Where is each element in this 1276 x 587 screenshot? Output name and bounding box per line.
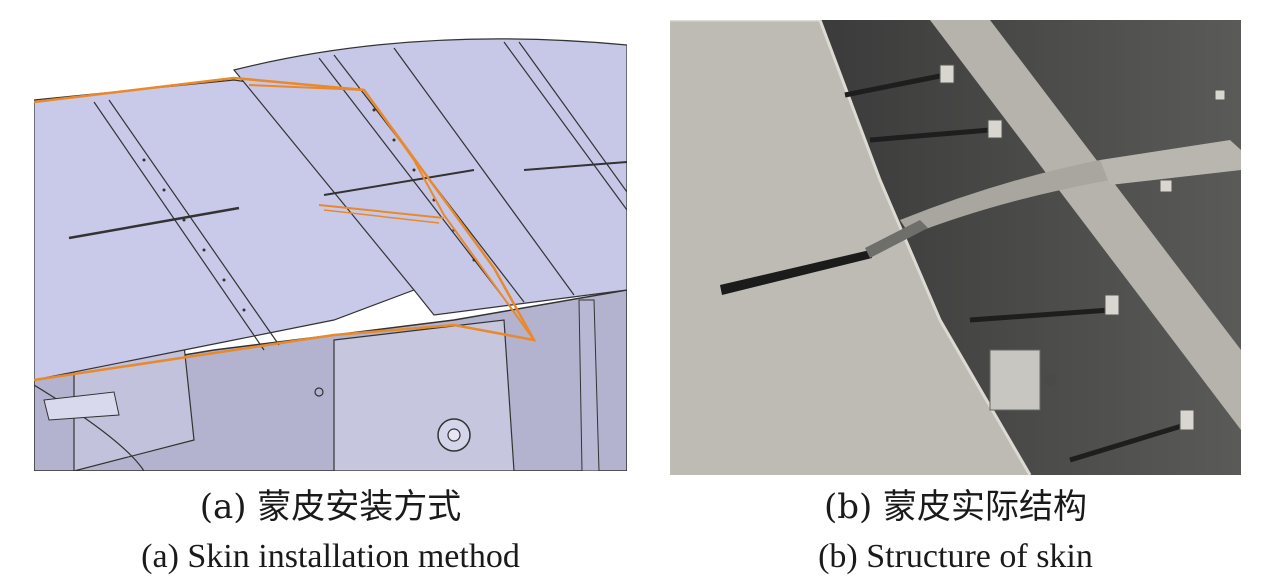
panel-a-caption-zh: (a) 蒙皮安装方式 [199, 487, 462, 527]
skin-structure-photo [670, 20, 1241, 475]
panel-a-caption-en: (a) Skin installation method [141, 538, 520, 575]
panel-b-caption-en: (b) Structure of skin [818, 538, 1093, 575]
cad-skin-drawing [34, 20, 627, 471]
panel-b-caption-zh: (b) 蒙皮实际结构 [823, 487, 1088, 527]
cad-skin-installation-image [34, 20, 627, 471]
skin-structure-drawing [670, 20, 1241, 475]
